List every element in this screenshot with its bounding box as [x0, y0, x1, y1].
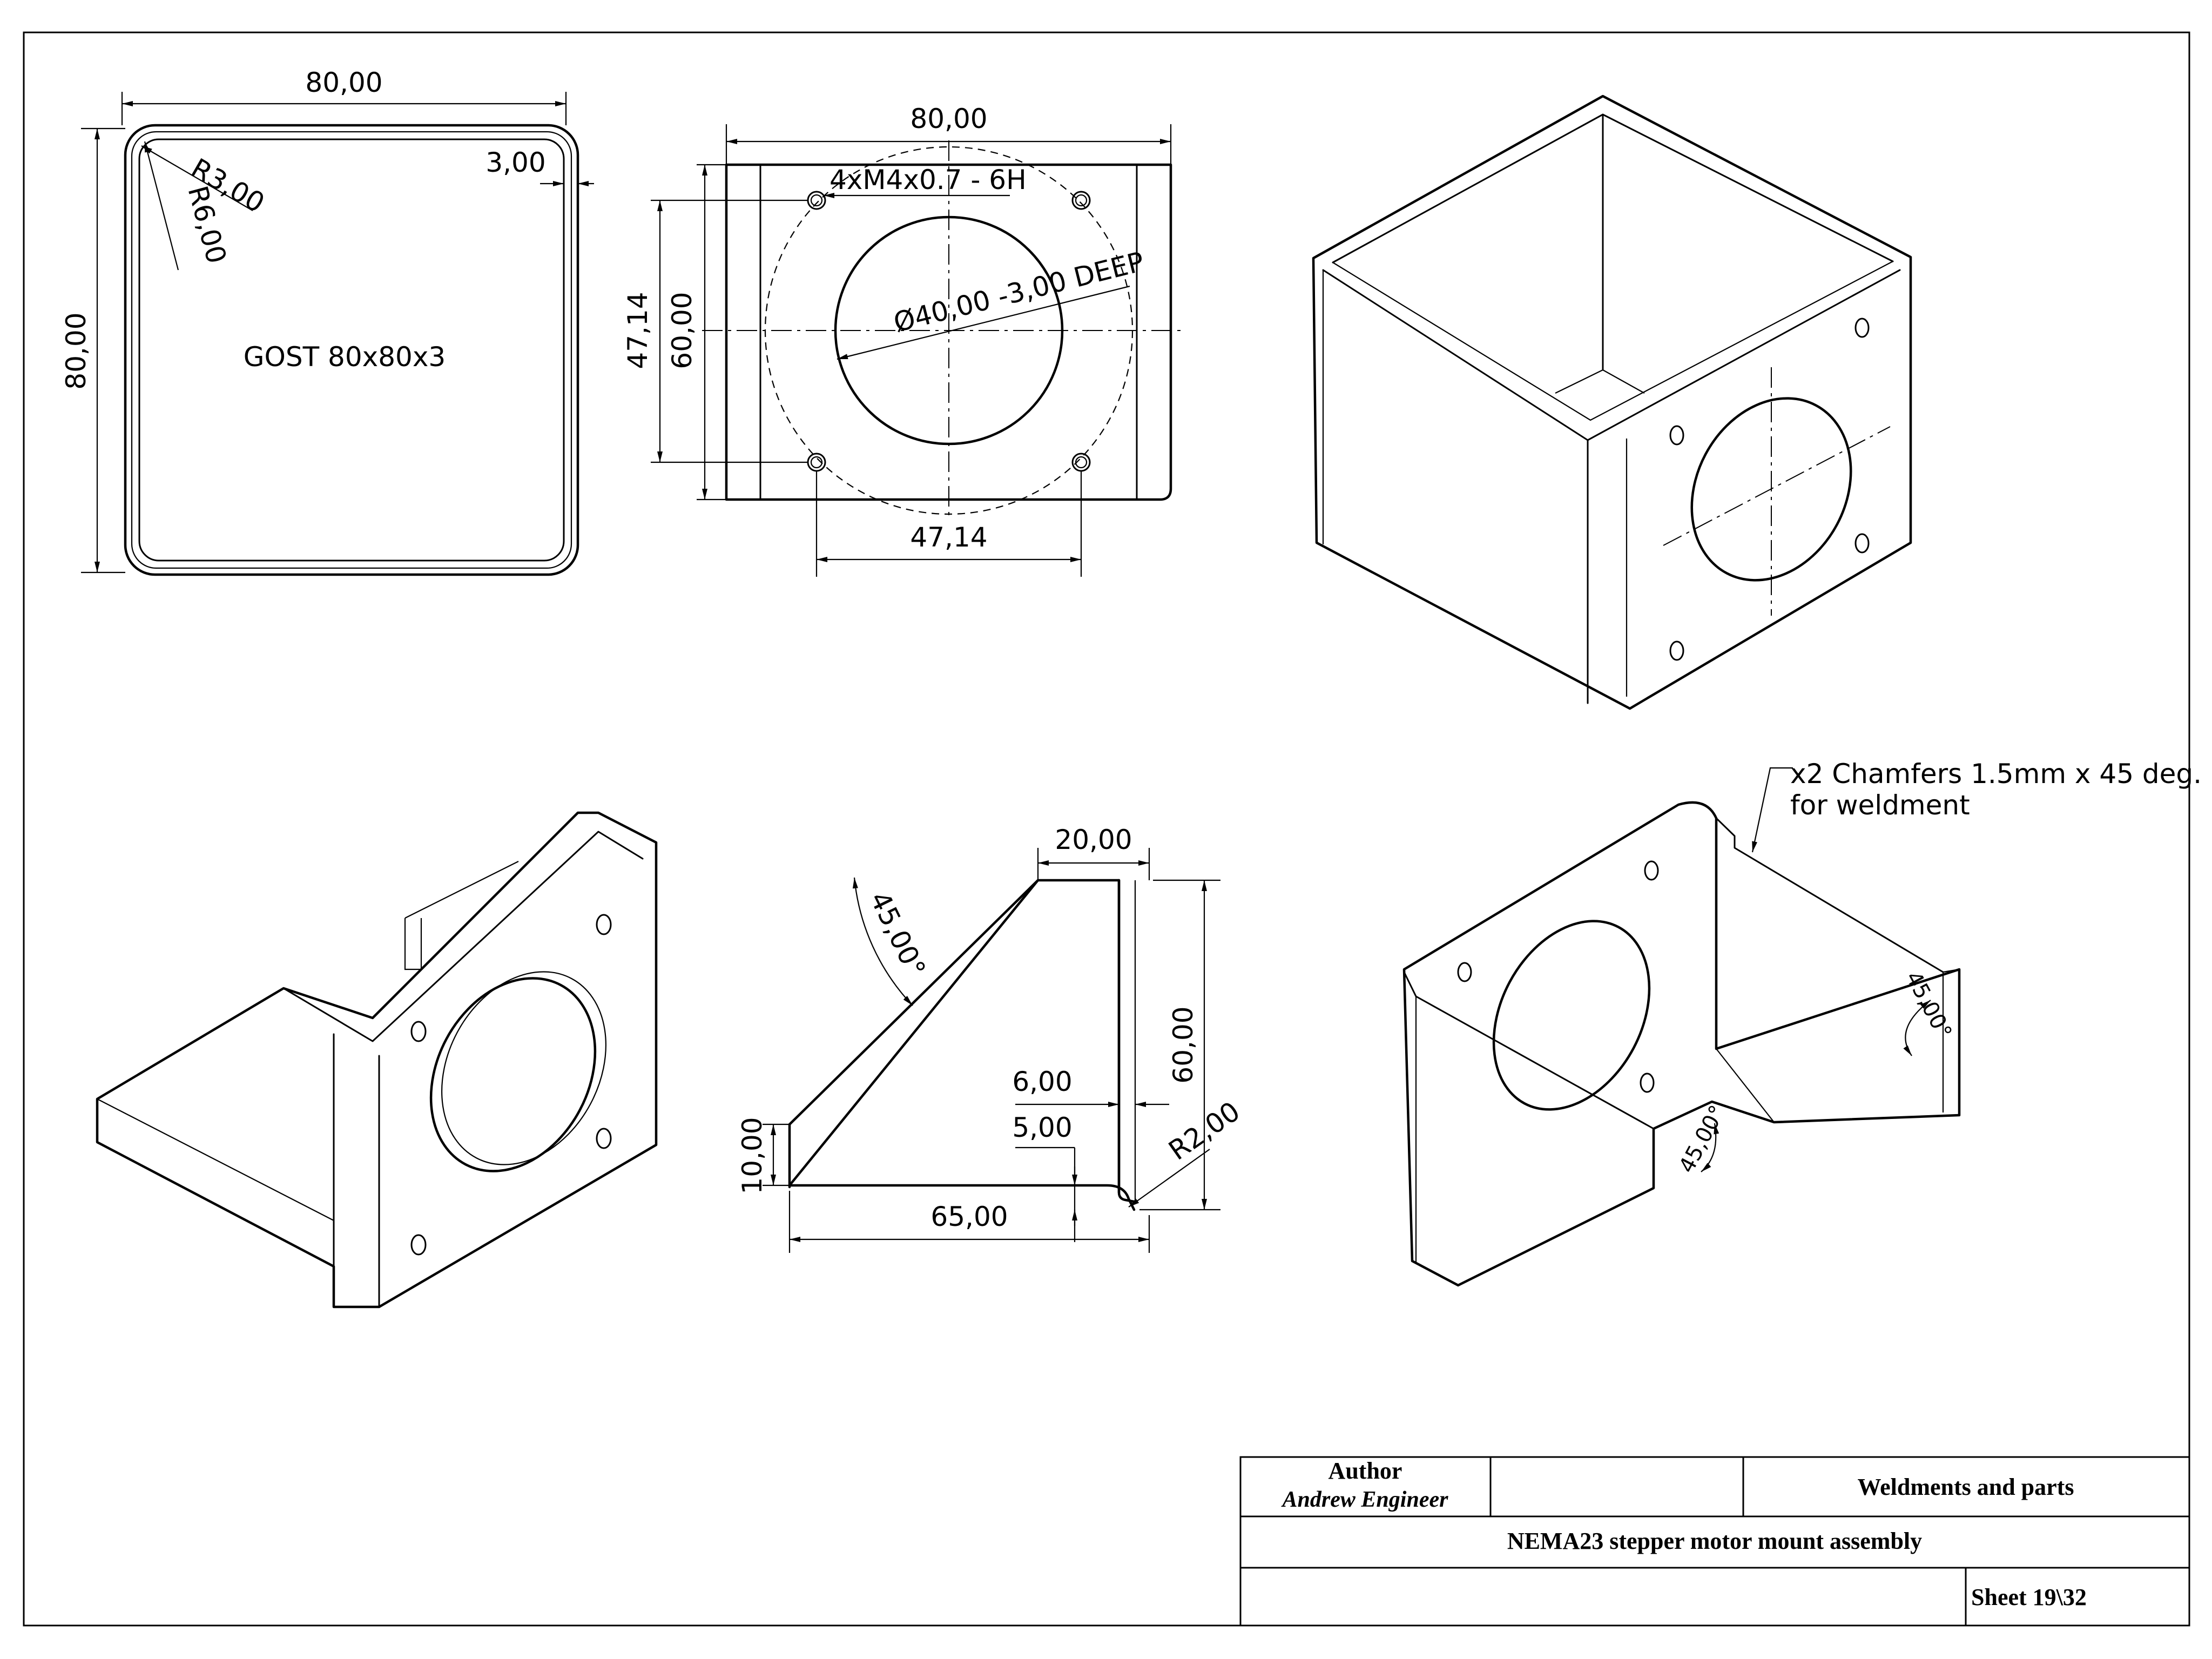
- right-bracket-holes: [1457, 860, 1659, 1093]
- sheet-number: Sheet 19\32: [1971, 1584, 2087, 1610]
- iso-box-view: [1312, 95, 1912, 710]
- side-view: 20,00 45,00° 60,00 6,00 5,00 R2,00 10,00…: [737, 824, 1246, 1253]
- iso-bracket-right-view: x2 Chamfers 1.5mm x 45 deg. for weldment…: [1402, 758, 2202, 1287]
- hole-spacing-h-dim: 47,14: [910, 522, 987, 553]
- chamfer-note-line1: x2 Chamfers 1.5mm x 45 deg.: [1790, 758, 2202, 790]
- front-view: 80,00 4xM4x0.7 - 6H Ø40,00 -3,00 DEEP 60…: [622, 103, 1185, 577]
- section-width-dim: 80,00: [305, 67, 382, 98]
- motor-bore: [834, 215, 1064, 446]
- drawing-category: Weldments and parts: [1858, 1474, 2074, 1500]
- sheet-border: [23, 31, 2190, 1627]
- right-angle-dim-a: 45,00°: [1900, 967, 1957, 1043]
- plate-height-dim: 60,00: [666, 292, 698, 369]
- section-view: 80,00 80,00 R3,00 R6,00 3,00 GOST 80x80x…: [60, 67, 594, 576]
- hole-spacing-v-dim: 47,14: [622, 292, 653, 369]
- side-height-dim: 60,00: [1168, 1006, 1199, 1083]
- side-offset-dim: 5,00: [1012, 1112, 1072, 1143]
- profile-label: GOST 80x80x3: [244, 341, 446, 373]
- drawing-title: NEMA23 stepper motor mount assembly: [1507, 1528, 1922, 1554]
- side-wall-dim: 6,00: [1012, 1066, 1072, 1097]
- bore-note: Ø40,00 -3,00 DEEP: [891, 246, 1147, 338]
- foot-height-dim: 10,00: [737, 1117, 768, 1194]
- plate-width-dim: 80,00: [910, 103, 987, 134]
- hole-note: 4xM4x0.7 - 6H: [830, 164, 1027, 195]
- author-name: Andrew Engineer: [1281, 1487, 1449, 1512]
- iso-bracket-left-view: [96, 811, 658, 1309]
- top-width-dim: 20,00: [1055, 824, 1132, 855]
- side-length-dim: 65,00: [930, 1201, 1008, 1232]
- section-height-dim: 80,00: [60, 312, 92, 389]
- title-block: Author Andrew Engineer Weldments and par…: [1239, 1456, 2190, 1627]
- wall-thickness-dim: 3,00: [485, 147, 545, 178]
- author-label: Author: [1328, 1458, 1402, 1484]
- iso-holes: [1669, 318, 1870, 661]
- left-bracket-holes: [410, 914, 612, 1256]
- side-angle-dim: 45,00°: [864, 887, 932, 982]
- chamfer-note-line2: for weldment: [1790, 790, 1970, 821]
- right-angle-dim-b: 45,00°: [1674, 1101, 1730, 1177]
